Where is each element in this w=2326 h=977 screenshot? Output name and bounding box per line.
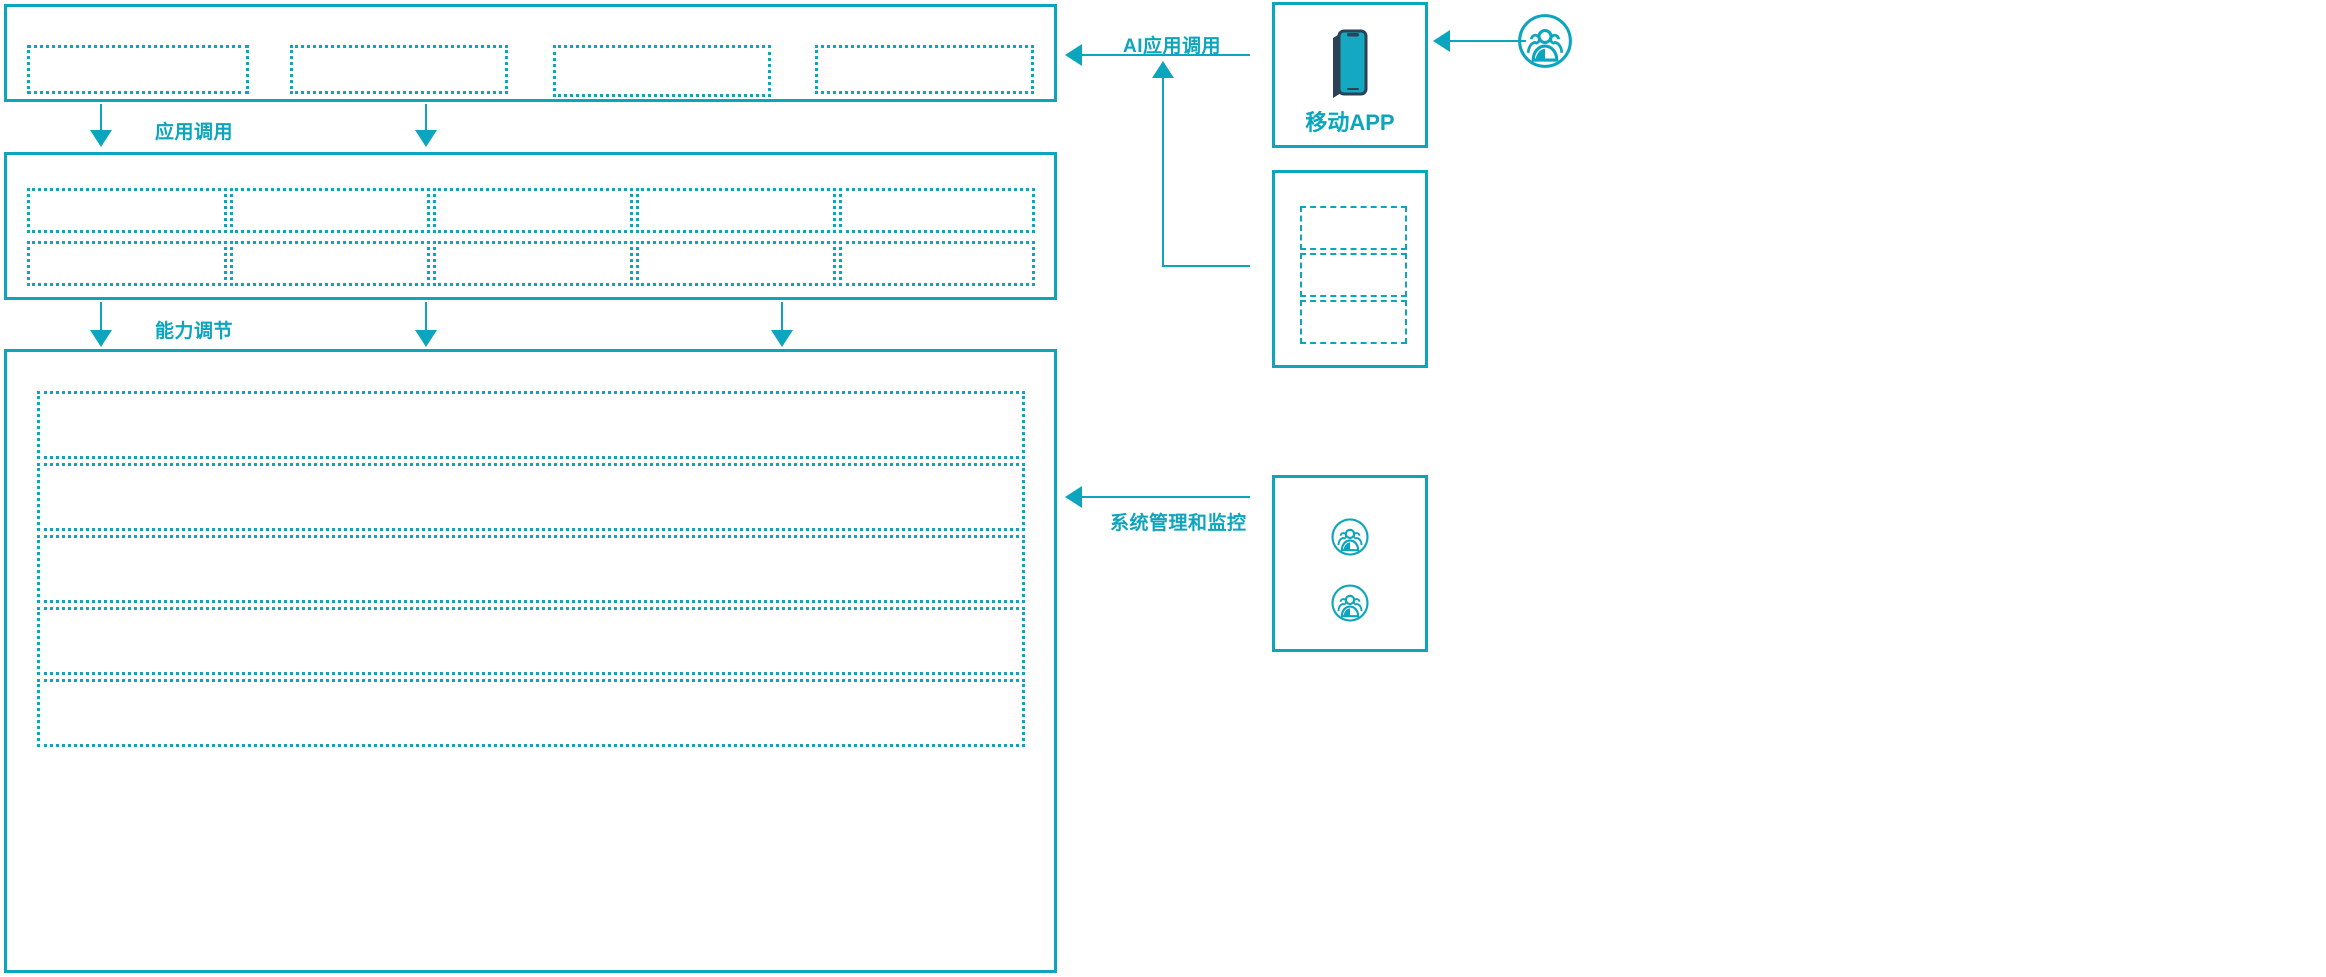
- application-layer-panel[interactable]: [4, 4, 1057, 102]
- infra-row-5[interactable]: [37, 679, 1025, 747]
- channel-riser-head: [1152, 61, 1174, 78]
- app-call-arrow-right-shaft: [425, 104, 427, 137]
- system-manage-arrow-shaft: [1080, 496, 1250, 498]
- ai-app-call-arrow-shaft: [1080, 54, 1250, 56]
- capability-arrow-2-head: [415, 330, 437, 347]
- infra-row-4[interactable]: [37, 607, 1025, 675]
- app-call-arrow-left-shaft: [100, 104, 102, 137]
- cap-box-r1c3[interactable]: [433, 188, 633, 233]
- cap-box-r2c3[interactable]: [433, 241, 633, 286]
- channel-card[interactable]: [1272, 170, 1428, 368]
- app-box-2[interactable]: [290, 45, 508, 94]
- channel-box-3[interactable]: [1300, 300, 1407, 344]
- system-manage-arrow-head: [1065, 486, 1082, 508]
- cap-box-r1c1[interactable]: [27, 188, 227, 233]
- end-user-arrow-shaft: [1448, 40, 1526, 42]
- operator-icon-1[interactable]: [1330, 517, 1370, 557]
- capability-arrow-2-shaft: [425, 302, 427, 335]
- cap-box-r1c4[interactable]: [636, 188, 836, 233]
- end-user-actor[interactable]: [1516, 12, 1574, 70]
- app-box-1[interactable]: [27, 45, 249, 94]
- infra-row-1[interactable]: [37, 391, 1025, 459]
- channel-riser-branch: [1162, 265, 1250, 267]
- channel-box-2[interactable]: [1300, 253, 1407, 297]
- capability-arrow-3-head: [771, 330, 793, 347]
- cap-box-r1c2[interactable]: [230, 188, 430, 233]
- cap-box-r2c2[interactable]: [230, 241, 430, 286]
- channel-box-1[interactable]: [1300, 206, 1407, 250]
- end-user-arrow-head: [1433, 30, 1450, 52]
- cap-box-r1c5[interactable]: [839, 188, 1035, 233]
- capability-adjust-label: 能力调节: [155, 321, 234, 342]
- system-manage-monitor-label: 系统管理和监控: [1110, 513, 1247, 534]
- cap-box-r2c1[interactable]: [27, 241, 227, 286]
- infra-row-2[interactable]: [37, 463, 1025, 531]
- app-call-arrow-right-head: [415, 130, 437, 147]
- ai-app-call-arrow-head: [1065, 44, 1082, 66]
- ai-app-call-label: AI应用调用: [1123, 36, 1222, 57]
- infra-row-3[interactable]: [37, 535, 1025, 603]
- app-call-arrow-left-head: [90, 130, 112, 147]
- mobile-app-caption: 移动APP: [1305, 110, 1395, 135]
- mobile-app-card[interactable]: 移动APP: [1272, 2, 1428, 148]
- app-box-3[interactable]: [553, 45, 771, 97]
- capability-arrow-1-shaft: [100, 302, 102, 335]
- capability-layer-panel[interactable]: [4, 152, 1057, 300]
- capability-arrow-1-head: [90, 330, 112, 347]
- cap-box-r2c4[interactable]: [636, 241, 836, 286]
- cap-box-r2c5[interactable]: [839, 241, 1035, 286]
- operators-card[interactable]: [1272, 475, 1428, 652]
- infrastructure-layer-panel[interactable]: [4, 349, 1057, 973]
- app-box-4[interactable]: [815, 45, 1034, 94]
- channel-riser-shaft: [1162, 76, 1164, 266]
- app-call-label: 应用调用: [155, 122, 234, 143]
- capability-arrow-3-shaft: [781, 302, 783, 335]
- mobile-phone-icon: [1327, 27, 1373, 99]
- operator-icon-2[interactable]: [1330, 583, 1370, 623]
